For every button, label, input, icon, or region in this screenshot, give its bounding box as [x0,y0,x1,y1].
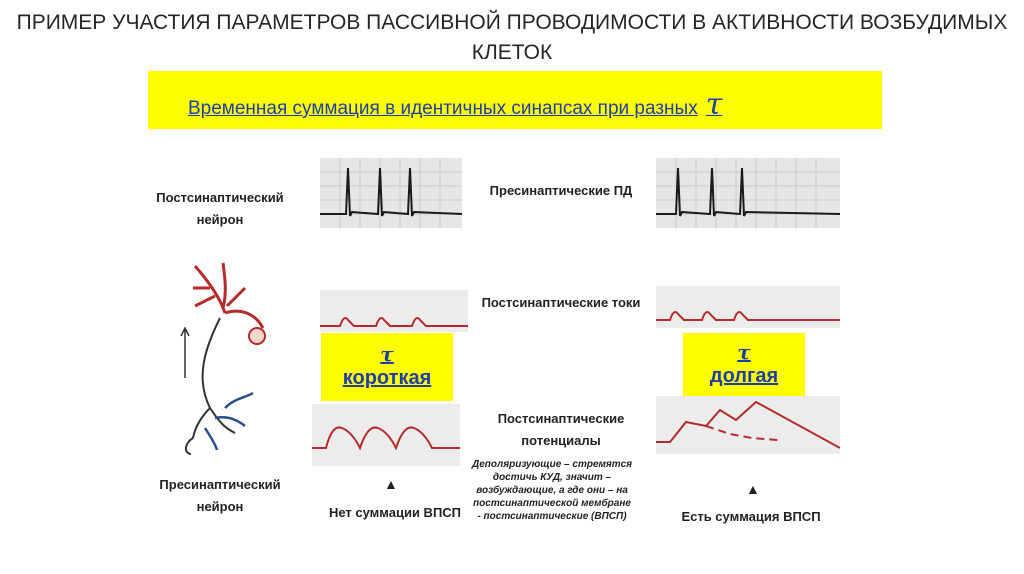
left-postsynaptic-potential-trace [312,404,460,466]
banner-heading: Временная суммация в идентичных синапсах… [188,87,722,122]
tau-long-label: долгая [683,363,805,389]
postsynaptic-dendrites [193,263,263,328]
banner-text: Временная суммация в идентичных синапсах… [188,98,698,119]
label-presynaptic-neuron: Пресинаптический нейрон [140,474,300,518]
left-presynaptic-ap-trace [320,158,462,228]
depolarizing-note: Деполяризующие – стремятся достичь КУД, … [472,458,632,523]
caption-no-summation: Нет суммации ВПСП [300,502,490,524]
label-postsynaptic-neuron: Постсинаптический нейрон [140,187,300,231]
label-postsynaptic-potentials: Постсинаптические потенциалы [476,408,646,452]
tau-symbol: τ [706,87,723,122]
page-title: ПРИМЕР УЧАСТИЯ ПАРАМЕТРОВ ПАССИВНОЙ ПРОВ… [0,8,1024,68]
tau-long-box: τ долгая [683,333,805,399]
tau-short-symbol: τ [321,343,453,365]
left-arrow: ▲ [384,476,398,492]
caption-summation: Есть суммация ВПСП [656,506,846,528]
presynaptic-axon [186,318,235,454]
neuron-illustration [165,258,275,458]
tau-short-box: τ короткая [321,333,453,401]
tau-short-label: короткая [321,365,453,391]
presynaptic-terminals [205,393,253,450]
tau-long-symbol: τ [683,341,805,363]
neuron-soma [249,328,265,344]
right-postsynaptic-potential-trace [656,396,840,454]
label-postsynaptic-currents: Постсинаптические токи [476,292,646,314]
banner: Временная суммация в идентичных синапсах… [148,71,882,129]
left-postsynaptic-current-trace [320,290,468,332]
right-postsynaptic-current-trace [656,286,840,328]
label-presynaptic-ap: Пресинаптические ПД [476,180,646,202]
right-presynaptic-ap-trace [656,158,840,228]
right-arrow: ▲ [746,481,760,497]
signal-direction-arrow [181,328,189,378]
